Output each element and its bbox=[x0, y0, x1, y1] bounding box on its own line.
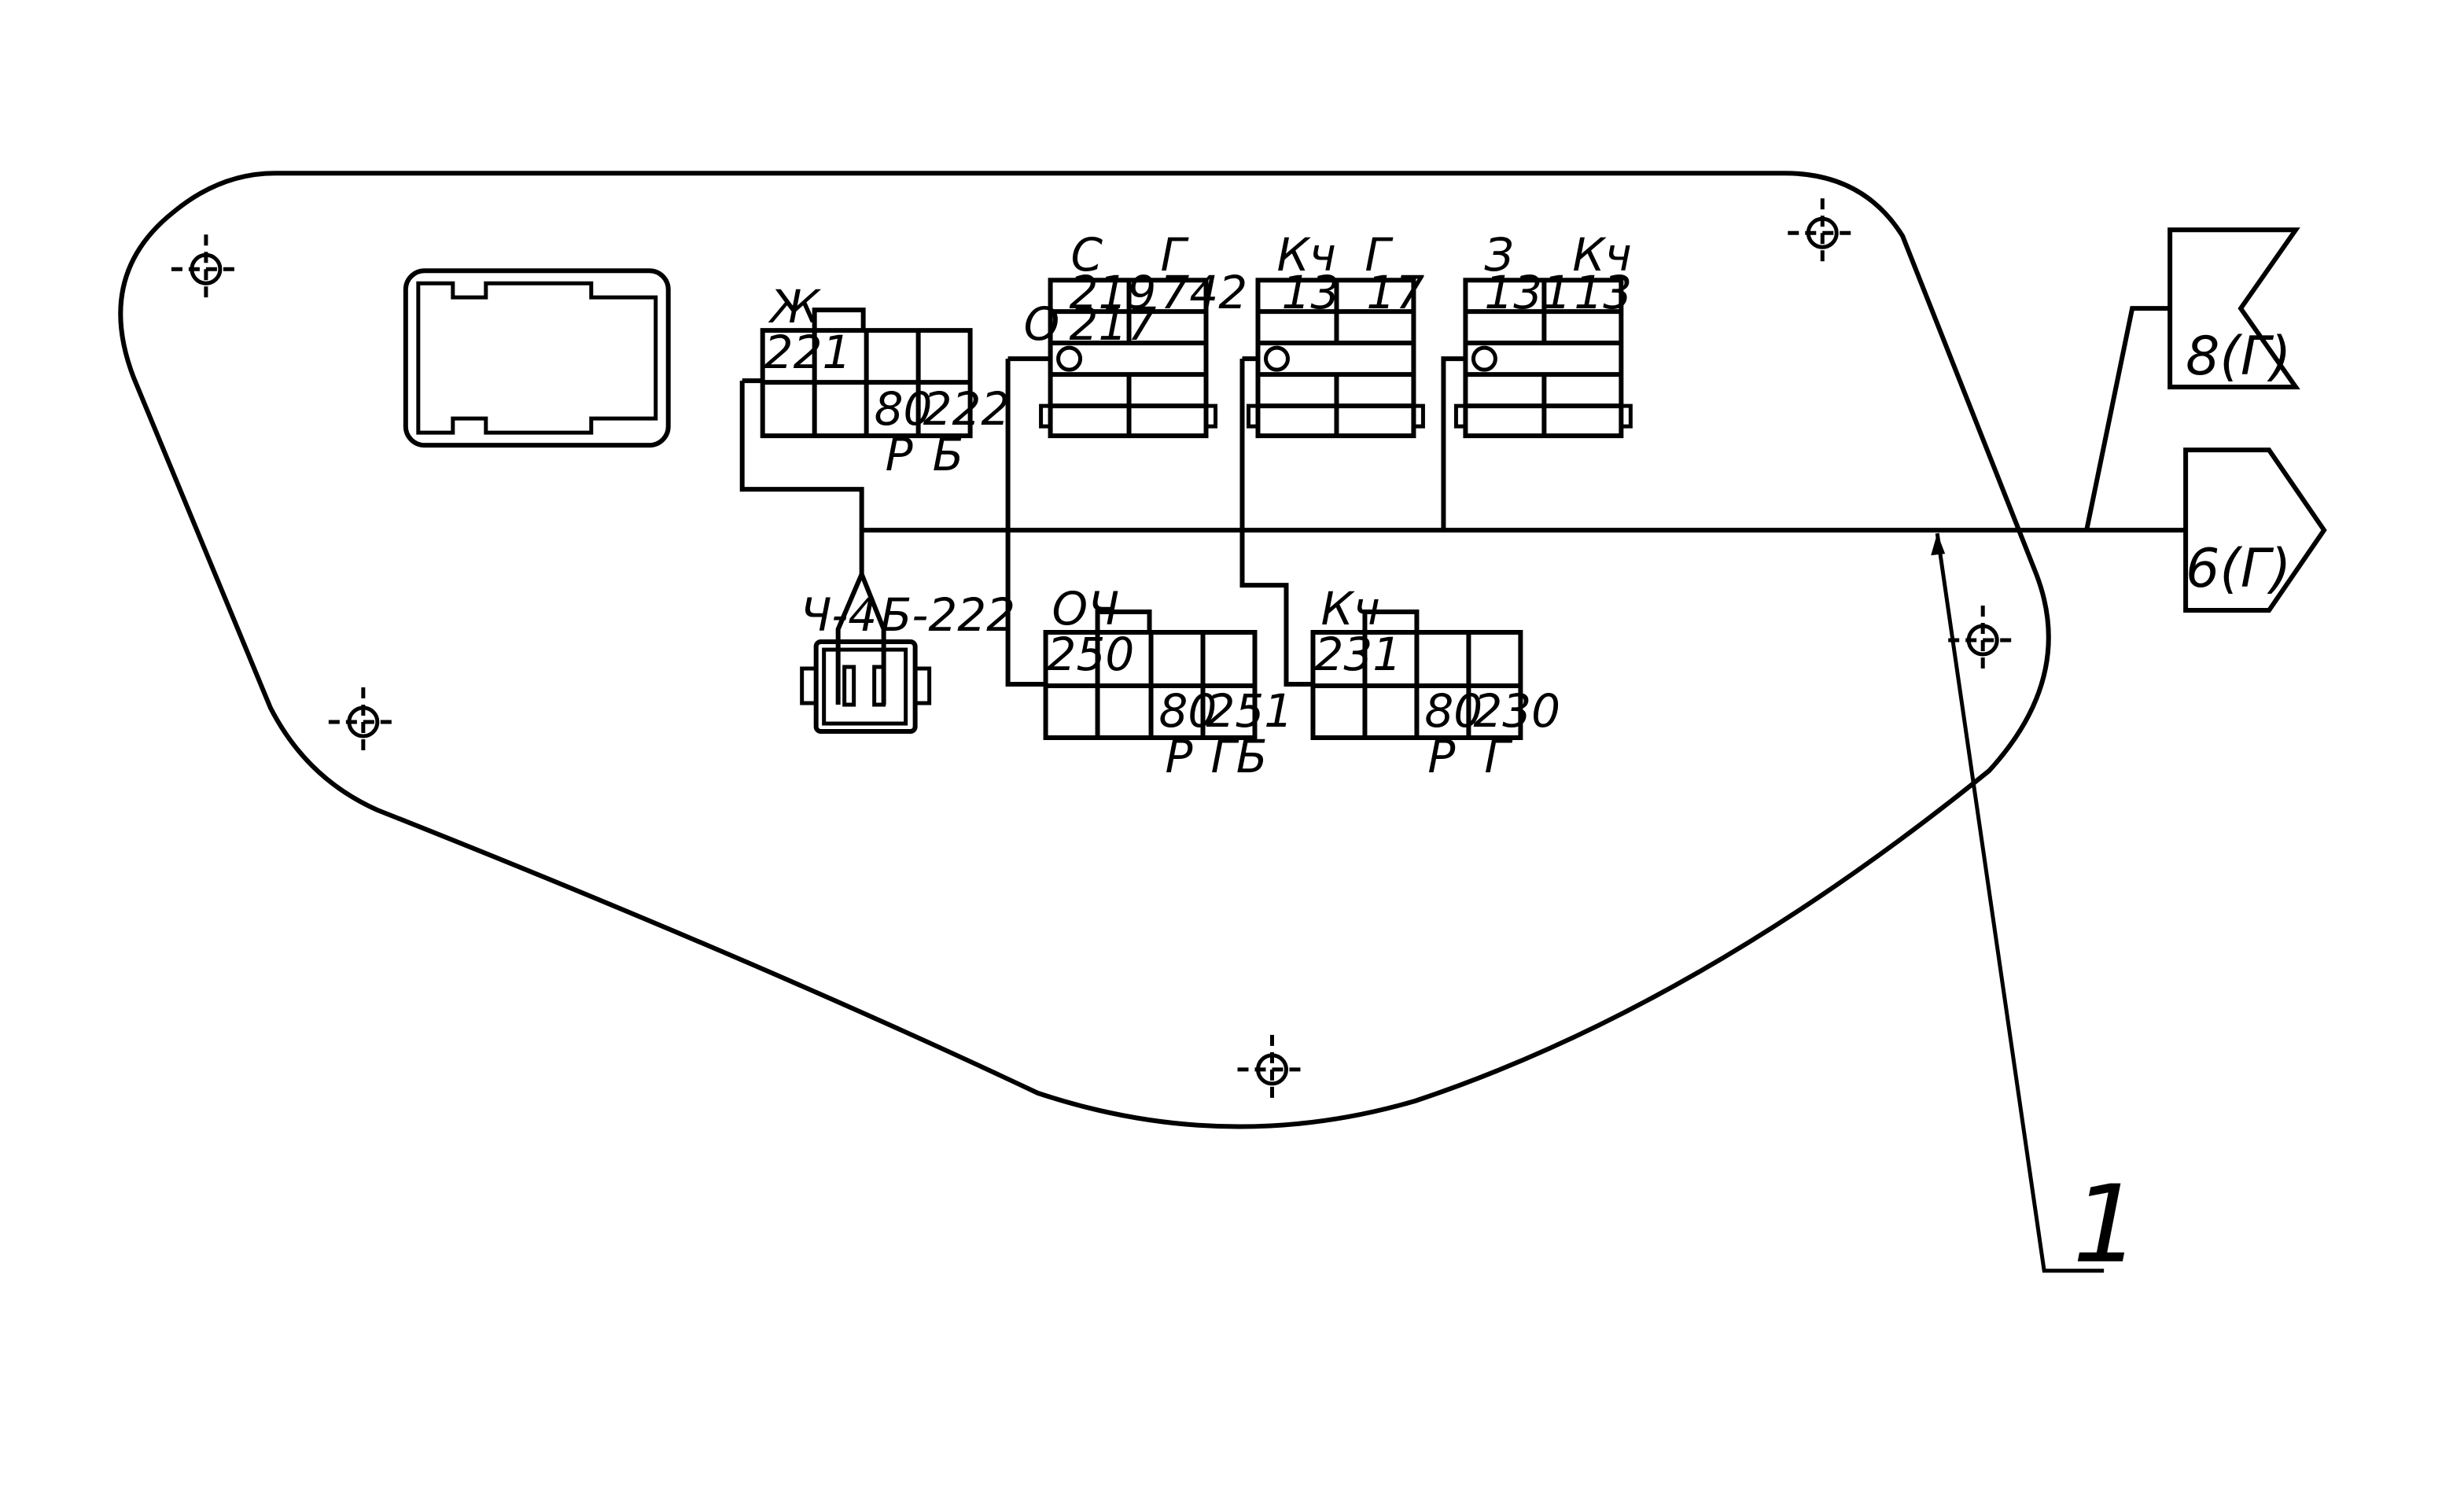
wire-color-label: Г bbox=[1484, 730, 1513, 783]
wire-color-label: Г bbox=[1161, 228, 1190, 282]
wire-color-label: Кч bbox=[1276, 228, 1335, 282]
wire-number: 80 bbox=[1159, 684, 1217, 738]
panel-outline bbox=[118, 171, 2051, 1129]
connector-c1: С Г 219 742 217 О bbox=[1024, 228, 1248, 439]
sensor-connector: Ч-4 Б-222 bbox=[800, 573, 1015, 735]
wire-number: 742 bbox=[1161, 266, 1248, 319]
mounting-hole bbox=[171, 234, 241, 304]
wire-color-label: С bbox=[1071, 228, 1103, 282]
wire-number: 80 bbox=[875, 382, 933, 436]
wire-color-label: Г bbox=[1365, 228, 1394, 282]
callout-number: 1 bbox=[2072, 1163, 2141, 1287]
continuation-flag-bottom: 6(Г) bbox=[2183, 447, 2327, 613]
harness-trunk bbox=[739, 306, 2186, 687]
wire-color-label: Кч bbox=[1320, 582, 1379, 635]
wire-color-label: Р bbox=[1427, 730, 1455, 783]
wire-number: 230 bbox=[1473, 684, 1560, 738]
connector-c2: Кч Г 13 17 bbox=[1246, 228, 1425, 439]
flag-label: 8(Г) bbox=[2186, 326, 2291, 388]
mounting-hole bbox=[328, 687, 398, 757]
wire-number: 251 bbox=[1206, 684, 1294, 738]
callout-leader: 1 bbox=[1931, 532, 2141, 1287]
wire-color-label: ОЧ bbox=[1052, 582, 1119, 635]
sensor-wire-label: Б-222 bbox=[881, 588, 1015, 642]
wire-number: 13 bbox=[1574, 266, 1632, 319]
flag-label: 6(Г) bbox=[2186, 538, 2291, 600]
wire-color-label: Б bbox=[933, 428, 964, 481]
continuation-flag-top: 8(Г) bbox=[2168, 227, 2300, 390]
mounting-hole bbox=[1948, 606, 2018, 676]
wire-number: 221 bbox=[764, 326, 852, 379]
connector-zh: Ж 221 80 222 Р Б bbox=[760, 280, 1011, 481]
wire-number: 250 bbox=[1048, 628, 1135, 681]
connector-c3: З Кч 131 13 bbox=[1453, 228, 1633, 439]
wire-color-label: Ж bbox=[768, 280, 822, 333]
wire-color-label: ГБ bbox=[1211, 730, 1268, 783]
panel-cutout bbox=[403, 268, 671, 448]
wire-number: 17 bbox=[1366, 266, 1424, 319]
wire-color-label: Р bbox=[1166, 730, 1193, 783]
wire-number: 13 bbox=[1281, 266, 1339, 319]
wire-color-label: З bbox=[1484, 228, 1513, 282]
wire-number: 131 bbox=[1484, 266, 1571, 319]
wire-number: 80 bbox=[1424, 684, 1482, 738]
wire-number: 217 bbox=[1070, 297, 1157, 351]
connector-250: ОЧ 250 80 251 Р ГБ bbox=[1043, 582, 1294, 783]
mounting-hole bbox=[1237, 1034, 1307, 1104]
wire-number: 219 bbox=[1070, 266, 1157, 319]
sensor-wire-label: Ч-4 bbox=[801, 588, 878, 642]
wire-color-label: О bbox=[1024, 297, 1060, 351]
connector-231: Кч 231 80 230 Р Г bbox=[1310, 582, 1560, 783]
wire-number: 222 bbox=[923, 382, 1011, 436]
wire-color-label: Кч bbox=[1572, 228, 1631, 282]
wire-number: 231 bbox=[1314, 628, 1401, 681]
wire-color-label: Р bbox=[886, 428, 913, 481]
mounting-hole bbox=[1788, 198, 1858, 268]
